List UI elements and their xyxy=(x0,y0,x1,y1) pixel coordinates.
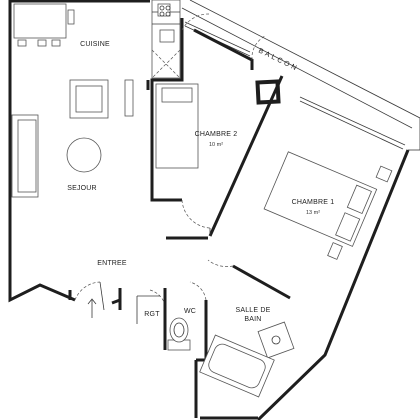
label-entree: ENTREE xyxy=(97,260,127,267)
armchair xyxy=(69,79,109,119)
doors xyxy=(74,13,266,311)
dining-table xyxy=(13,3,75,47)
shelf xyxy=(124,79,134,117)
label-chambre2: CHAMBRE 2 xyxy=(195,131,238,138)
label-sdb-line1: SALLE DE xyxy=(235,307,270,314)
label-wc: WC xyxy=(184,308,196,315)
toilet xyxy=(167,317,191,351)
nightstand xyxy=(375,165,393,183)
round-table xyxy=(66,137,102,173)
bed-chambre1 xyxy=(263,151,378,247)
storage-shelf xyxy=(136,295,160,324)
area-chambre2: 10 m² xyxy=(209,142,223,148)
label-sejour: SEJOUR xyxy=(67,185,97,192)
bath-sink xyxy=(257,321,295,359)
entry-arrow xyxy=(87,298,97,318)
label-chambre1: CHAMBRE 1 xyxy=(292,199,335,206)
room-labels: CUISINE SEJOUR CHAMBRE 2 10 m² CHAMBRE 1… xyxy=(67,41,334,323)
sofa xyxy=(11,114,39,198)
bathtub xyxy=(199,334,275,398)
kitchen-counter xyxy=(151,0,181,79)
area-chambre1: 13 m² xyxy=(306,210,320,216)
exterior-walls xyxy=(8,0,410,420)
label-sdb-line2: BAIN xyxy=(244,316,261,323)
balcony: BALCON xyxy=(181,0,420,151)
label-rgt: RGT xyxy=(144,311,160,318)
bed-chambre2 xyxy=(155,83,199,169)
label-cuisine: CUISINE xyxy=(80,41,110,48)
balcony-label: BALCON xyxy=(257,48,299,73)
nightstand xyxy=(327,242,343,260)
